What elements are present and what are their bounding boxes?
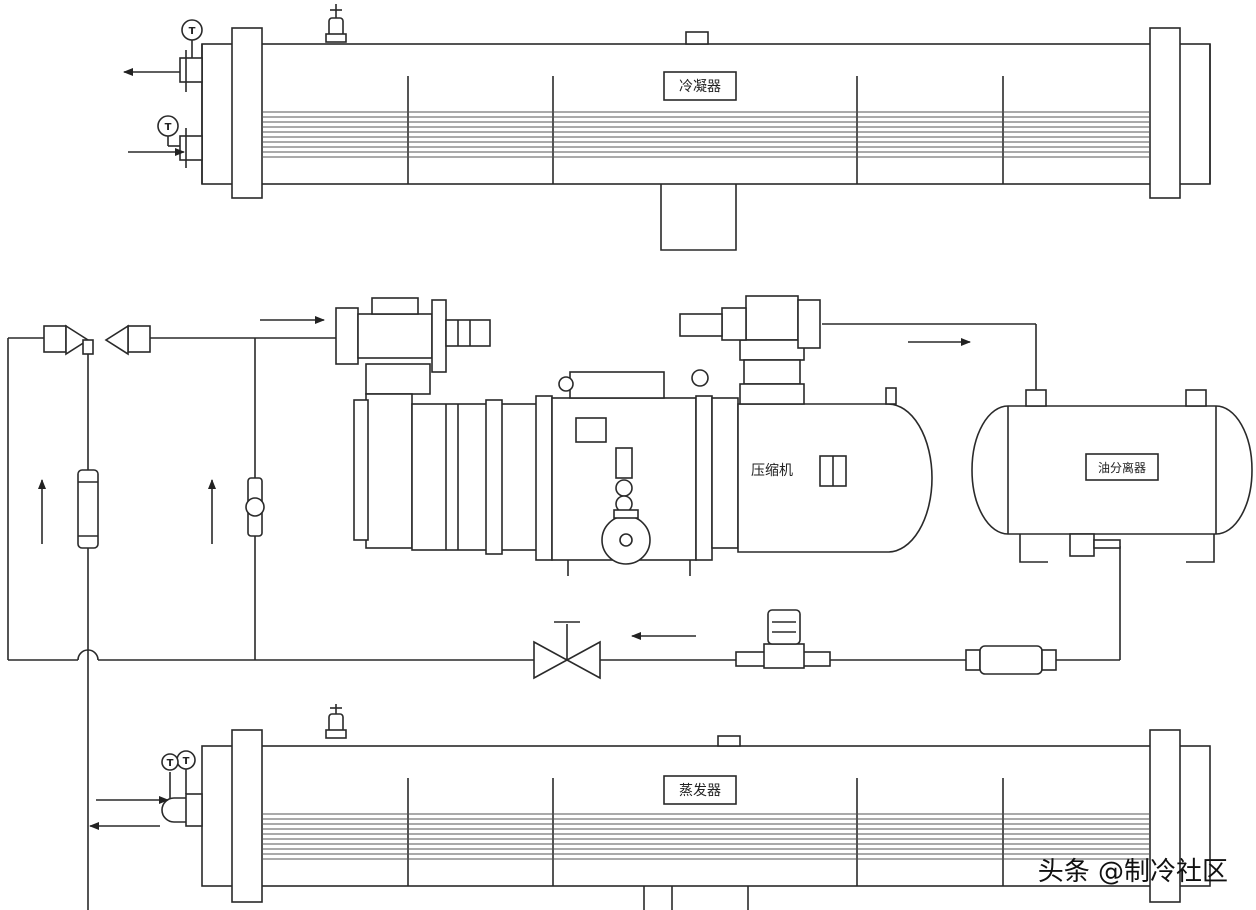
evaporator-thermometer-icon: T bbox=[176, 750, 196, 794]
condenser-thermometer-icon: T bbox=[181, 19, 203, 58]
svg-text:T: T bbox=[167, 758, 174, 769]
solenoid-valve-icon bbox=[735, 609, 831, 669]
sight-glass-icon bbox=[245, 477, 265, 537]
expansion-valve-icon bbox=[43, 324, 151, 356]
evaporator-thermometer-icon: T bbox=[161, 753, 179, 798]
evaporator-tube-bundle bbox=[262, 813, 1150, 860]
filter-drier-icon bbox=[77, 469, 99, 549]
oil-separator-label: 油分离器 bbox=[1098, 460, 1146, 475]
evaporator-relief-valve-icon bbox=[325, 704, 347, 739]
oil-filter-icon bbox=[965, 645, 1057, 675]
svg-text:T: T bbox=[165, 122, 172, 133]
condenser-label: 冷凝器 bbox=[679, 79, 721, 95]
condenser-relief-valve-icon bbox=[325, 4, 347, 43]
piping bbox=[7, 316, 1121, 910]
evaporator: 蒸发器 T T bbox=[89, 704, 1211, 910]
compressor: 压缩机 bbox=[335, 295, 933, 576]
watermark: 头条 @制冷社区 bbox=[1038, 857, 1228, 887]
evaporator-label: 蒸发器 bbox=[679, 783, 721, 799]
condenser: 冷凝器 T T bbox=[123, 4, 1211, 251]
compressor-label: 压缩机 bbox=[751, 463, 793, 479]
condenser-thermometer-icon: T bbox=[157, 115, 180, 147]
oil-separator: 油分离器 bbox=[971, 389, 1253, 563]
condenser-tube-bundle bbox=[262, 111, 1150, 158]
svg-text:T: T bbox=[183, 756, 190, 767]
svg-text:T: T bbox=[189, 26, 196, 37]
manual-valve-icon bbox=[533, 621, 601, 680]
